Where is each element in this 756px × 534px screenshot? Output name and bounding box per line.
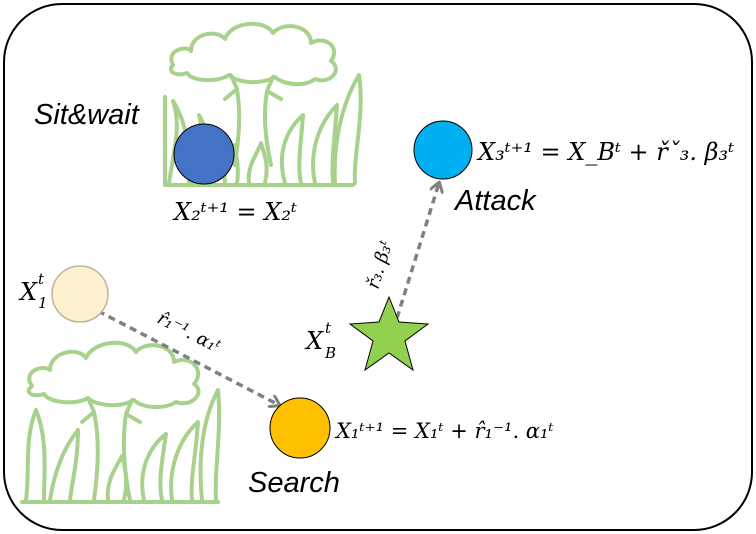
svg-text:t: t: [38, 270, 45, 288]
star-icon: [348, 295, 430, 372]
agent-x1-circle: [51, 265, 109, 323]
svg-text:t: t: [325, 319, 332, 337]
svg-text:B: B: [324, 344, 336, 362]
x2-update-equation: X₂ᵗ⁺¹ = X₂ᵗ: [172, 198, 297, 226]
svg-text:X: X: [304, 327, 324, 355]
svg-text:X: X: [18, 278, 38, 306]
sit-wait-label: Sit&wait: [34, 99, 141, 131]
xb-symbol: X t B: [304, 319, 336, 362]
search-label: Search: [248, 467, 340, 499]
agent-x2-circle: [173, 123, 235, 185]
svg-text:1: 1: [38, 294, 48, 312]
agent-x3-next-circle: [413, 120, 473, 180]
search-arrow: [97, 309, 279, 405]
attack-label: Attack: [453, 185, 537, 217]
tree-bush-icon: [20, 340, 222, 504]
agent-x1-next-circle: [269, 397, 331, 459]
x1t-symbol: X t 1: [18, 270, 48, 312]
x1-update-equation: X₁ᵗ⁺¹ = X₁ᵗ + r̂₁⁻¹. α₁ᵗ: [334, 419, 554, 443]
x3-update-equation: X₃ᵗ⁺¹ = X_Bᵗ + řˇ₃. β₃ᵗ: [476, 138, 734, 166]
